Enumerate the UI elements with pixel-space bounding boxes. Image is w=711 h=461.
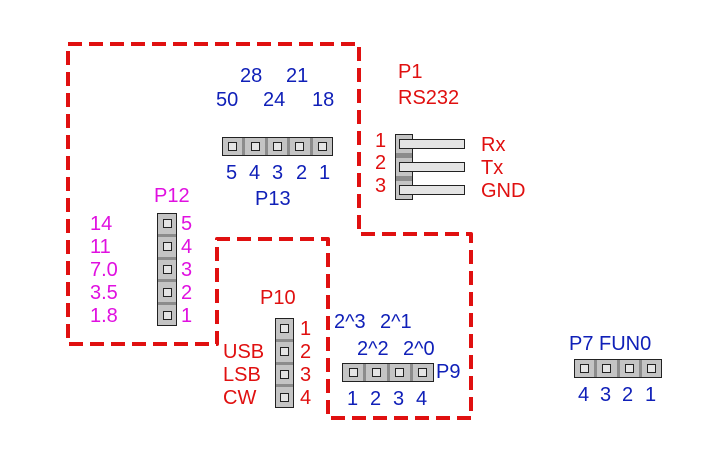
p13-value-50: 50 [216, 89, 239, 111]
p12-pin-4[interactable] [158, 233, 176, 257]
p9-label: P9 [436, 361, 461, 383]
p9-pin-number: 4 [416, 388, 428, 410]
p13-value-18: 18 [312, 89, 335, 111]
p10-pin-number: 3 [300, 364, 312, 386]
p9-pin-number: 2 [370, 388, 382, 410]
p10-pin-1[interactable] [276, 319, 293, 339]
p1-header-separator [396, 176, 412, 181]
p12-pin-number: 2 [181, 282, 193, 304]
p13-pin-number: 4 [249, 162, 261, 184]
p9-header[interactable] [342, 363, 434, 382]
p1-header-separator [396, 153, 412, 158]
p13-pin-number: 3 [272, 162, 284, 184]
p1-pin-number: 2 [375, 152, 387, 174]
p7-header[interactable] [574, 359, 662, 378]
p1-subtitle: RS232 [398, 87, 460, 109]
p9-weight: 2^0 [403, 338, 435, 360]
p12-pin-5[interactable] [158, 214, 176, 234]
p12-pin-number: 1 [181, 305, 193, 327]
p10-pin-2[interactable] [276, 338, 293, 362]
p13-pin-number: 5 [226, 162, 238, 184]
p1-pin-number: 1 [375, 130, 387, 152]
p13-value-28: 28 [240, 65, 263, 87]
p10-signal-usb: USB [223, 341, 265, 363]
p12-pin-2[interactable] [158, 279, 176, 303]
p13-value-21: 21 [286, 65, 309, 87]
p9-pin-number: 3 [393, 388, 405, 410]
p7-pin-2[interactable] [616, 360, 639, 377]
p9-weight: 2^1 [380, 311, 412, 333]
p13-pin-number: 2 [296, 162, 308, 184]
p12-value: 1.8 [90, 305, 118, 327]
p10-pin-3[interactable] [276, 361, 293, 385]
p7-pin-3[interactable] [594, 360, 617, 377]
p9-pin-1[interactable] [343, 364, 364, 381]
p12-value: 7.0 [90, 259, 118, 281]
p13-pin-4[interactable] [242, 138, 265, 155]
p9-weight: 2^2 [357, 338, 389, 360]
p1-signal-gnd: GND [481, 180, 526, 202]
p7-pin-number: 3 [600, 384, 612, 406]
p12-pin-3[interactable] [158, 256, 176, 280]
p9-weight: 2^3 [334, 311, 366, 333]
p7-pin-number: 2 [622, 384, 634, 406]
p10-pin-4[interactable] [276, 384, 293, 407]
p7-pin-number: 1 [645, 384, 657, 406]
p10-signal-cw: CW [223, 387, 257, 409]
p13-pin-3[interactable] [264, 138, 288, 155]
p1-signal-rx: Rx [481, 134, 506, 156]
p7-pin-1[interactable] [638, 360, 661, 377]
p10-header[interactable] [275, 318, 294, 408]
p13-value-24: 24 [263, 89, 286, 111]
p13-pin-5[interactable] [223, 138, 243, 155]
p10-pin-number: 1 [300, 318, 312, 340]
p1-pin-3[interactable] [399, 185, 465, 195]
p13-label: P13 [255, 188, 291, 210]
p12-label: P12 [154, 185, 190, 207]
p1-pin-number: 3 [375, 175, 387, 197]
p12-value: 3.5 [90, 282, 118, 304]
p1-pin-2[interactable] [399, 162, 465, 172]
p13-header[interactable] [222, 137, 333, 156]
p7-pin-4[interactable] [575, 360, 595, 377]
p1-pin-1[interactable] [399, 139, 465, 149]
p12-value: 14 [90, 213, 113, 235]
p10-label: P10 [260, 287, 296, 309]
p13-pin-2[interactable] [287, 138, 310, 155]
p9-pin-3[interactable] [386, 364, 410, 381]
p12-header[interactable] [157, 213, 177, 326]
p10-signal-lsb: LSB [223, 364, 261, 386]
p10-pin-number: 2 [300, 341, 312, 363]
p1-signal-tx: Tx [481, 157, 504, 179]
p9-pin-2[interactable] [363, 364, 387, 381]
p12-pin-1[interactable] [158, 302, 176, 325]
p12-pin-number: 4 [181, 236, 193, 258]
p7-label: P7 FUN0 [569, 333, 652, 355]
p13-pin-number: 1 [319, 162, 331, 184]
p10-pin-number: 4 [300, 387, 312, 409]
p13-pin-1[interactable] [309, 138, 333, 155]
p7-pin-number: 4 [578, 384, 590, 406]
p12-value: 11 [90, 236, 111, 258]
p9-pin-4[interactable] [409, 364, 433, 381]
p9-pin-number: 1 [347, 388, 359, 410]
p1-label: P1 [398, 61, 423, 83]
p12-pin-number: 3 [181, 259, 193, 281]
p12-pin-number: 5 [181, 213, 193, 235]
